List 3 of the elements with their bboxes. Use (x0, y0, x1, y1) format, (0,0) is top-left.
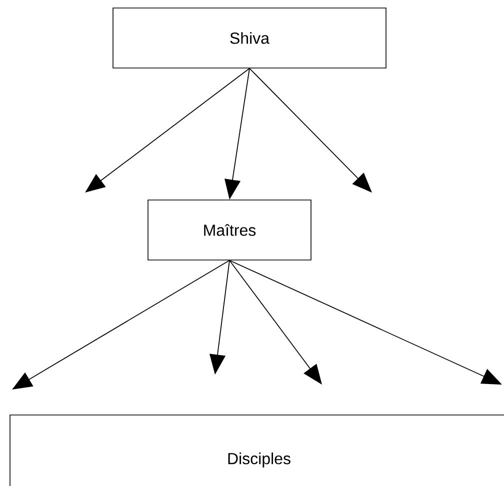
process-box: Shiva (112, 8, 386, 68)
process-box: Disciples (10, 414, 504, 486)
process-box: Maîtres (148, 200, 312, 260)
